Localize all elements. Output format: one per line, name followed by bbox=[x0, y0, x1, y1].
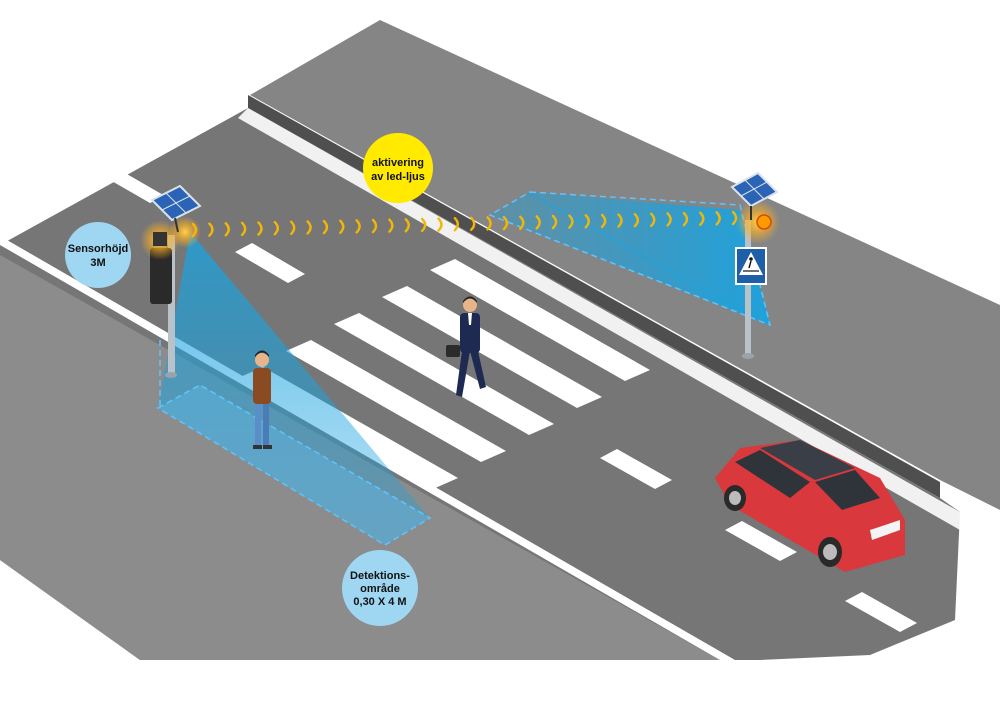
signal-wave-arc bbox=[355, 219, 361, 234]
signal-wave-arc bbox=[420, 217, 427, 233]
signal-wave-arc bbox=[519, 215, 525, 230]
activation-line1: aktivering bbox=[372, 157, 424, 169]
signal-wave-arc bbox=[535, 215, 541, 230]
signal-wave-arc bbox=[633, 212, 640, 228]
signal-wave-arc bbox=[551, 214, 558, 230]
sensor-height-line2: 3M bbox=[90, 257, 105, 269]
signal-wave-arc bbox=[617, 213, 623, 228]
left-detection-zone bbox=[156, 232, 432, 546]
signal-wave-arc bbox=[731, 210, 738, 226]
left-sensor-pole bbox=[140, 184, 202, 378]
signal-wave-arc bbox=[208, 222, 214, 237]
detection-area-line1: Detektions- bbox=[350, 570, 410, 582]
activation-label: aktivering av led-ljus bbox=[363, 133, 433, 203]
signal-wave-arc bbox=[600, 213, 607, 229]
detection-area-label: Detektions- område 0,30 X 4 M bbox=[342, 550, 418, 626]
solar-panel-icon bbox=[150, 184, 202, 233]
signal-wave-arc bbox=[666, 212, 672, 227]
car-icon bbox=[715, 440, 905, 572]
signal-wave-arc bbox=[306, 220, 312, 235]
signal-wave-arc bbox=[502, 215, 509, 231]
signal-wave-arc bbox=[371, 218, 378, 234]
signal-wave-arc bbox=[699, 211, 705, 226]
detection-area-line3: 0,30 X 4 M bbox=[353, 596, 406, 608]
signal-wave-arc bbox=[486, 216, 492, 231]
signal-wave-arc bbox=[584, 214, 590, 229]
activation-line2: av led-ljus bbox=[371, 171, 425, 183]
person-icon bbox=[253, 350, 272, 449]
signal-wave-arc bbox=[257, 221, 263, 236]
signal-wave-arc bbox=[568, 214, 574, 229]
signal-wave-arc bbox=[339, 219, 345, 234]
detection-area-line2: område bbox=[360, 583, 400, 595]
signal-wave-arc bbox=[469, 216, 476, 232]
lane-markings bbox=[110, 173, 917, 632]
signal-wave-arc bbox=[682, 211, 689, 227]
signal-wave-arc bbox=[240, 221, 247, 237]
signal-wave-arc bbox=[453, 216, 460, 232]
signal-wave-arc bbox=[649, 212, 656, 228]
right-sensor-pole bbox=[730, 171, 780, 359]
signal-wave-arc bbox=[404, 218, 410, 233]
signal-wave-arc bbox=[715, 211, 721, 226]
pedestrian-crossing-sign-icon bbox=[735, 247, 767, 285]
signal-wave-arc bbox=[289, 220, 296, 236]
sensor-height-line1: Sensorhöjd bbox=[68, 243, 129, 255]
signal-wave-arc bbox=[388, 218, 394, 233]
signal-wave-arc bbox=[224, 222, 230, 237]
person-icon bbox=[446, 296, 486, 397]
signal-wave-arc bbox=[273, 220, 280, 236]
sensor-height-label: Sensorhöjd 3M bbox=[65, 222, 131, 288]
solar-panel-icon bbox=[730, 171, 779, 220]
signal-wave-arc bbox=[437, 217, 443, 232]
signal-wave-arc bbox=[322, 219, 329, 235]
